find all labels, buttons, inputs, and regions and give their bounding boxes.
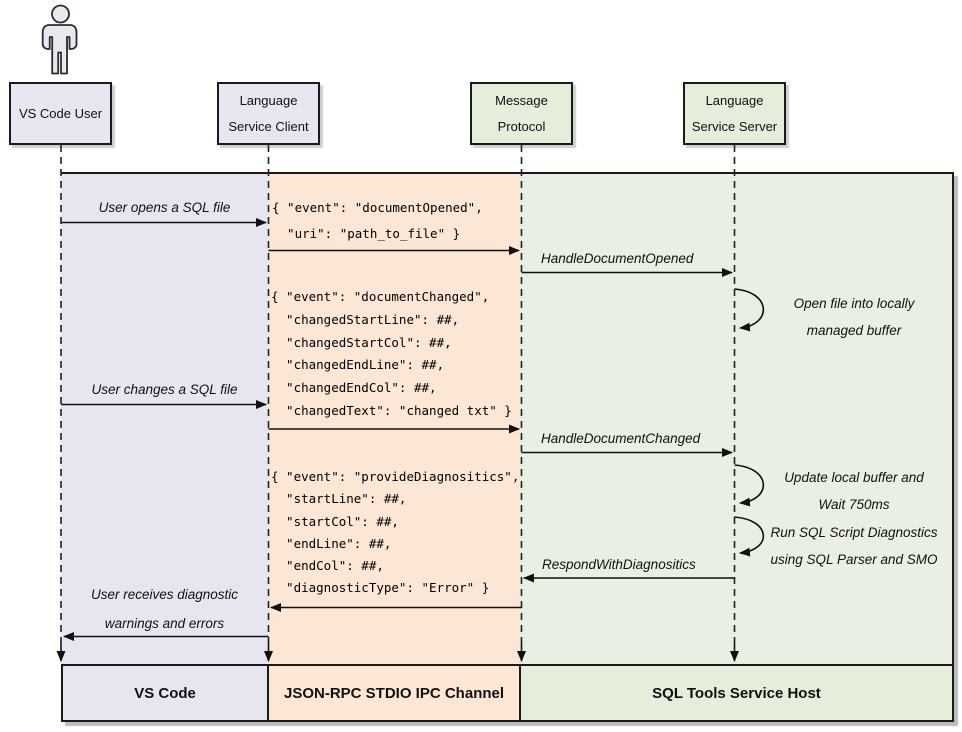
actor-head [51, 4, 70, 24]
diagram-frame: VS Code JSON-RPC STDIO IPC Channel SQL T… [61, 172, 954, 722]
code-line: "diagnosticType": "Error" } [271, 580, 490, 596]
actor-label-line1: Language [239, 92, 298, 108]
code-line: "startLine": ##, [271, 491, 407, 507]
actor-box-language-service-server: Language Service Server [683, 82, 786, 145]
note-open-file-buffer: Open file into locally managed buffer [758, 290, 950, 344]
note-line1: Open file into locally [793, 296, 915, 311]
actor-body [41, 24, 78, 75]
code-line: { "event": "provideDiagnositics", [271, 469, 520, 484]
code-line: "changedEndCol": ##, [271, 380, 437, 396]
label-line1: User receives diagnostic [90, 587, 239, 602]
label-handle-document-opened: HandleDocumentOpened [541, 251, 694, 266]
actor-label: VS Code User [18, 105, 103, 121]
code-line: "changedText": "changed txt" } [271, 402, 512, 418]
footer-sql-tools-host: SQL Tools Service Host [520, 666, 952, 720]
footer-lane-row: VS Code JSON-RPC STDIO IPC Channel SQL T… [61, 664, 952, 722]
band-sql-tools-host [519, 174, 952, 664]
note-line1: Update local buffer and [784, 470, 924, 485]
swimlane-bands [61, 174, 952, 664]
code-line: "uri": "path_to_file" } [272, 226, 461, 241]
json-provide-diagnostics: { "event": "provideDiagnositics", "start… [271, 466, 519, 600]
code-line: "endLine": ##, [271, 535, 392, 551]
label-user-changes-sql-file: User changes a SQL file [91, 382, 238, 397]
actor-label-line2: Service Client [228, 118, 309, 134]
band-json-rpc-channel [267, 174, 520, 664]
code-line: "startCol": ##, [271, 513, 399, 529]
code-line: { "event": "documentChanged", [271, 289, 490, 304]
note-line2: using SQL Parser and SMO [770, 552, 938, 567]
label-line2: warnings and errors [104, 616, 225, 631]
band-vscode [61, 174, 268, 664]
code-line: "changedStartCol": ##, [271, 334, 452, 350]
label-handle-document-changed: HandleDocumentChanged [541, 431, 701, 446]
label-respond-with-diagnostics: RespondWithDiagnositics [542, 557, 696, 572]
note-update-buffer-wait: Update local buffer and Wait 750ms [758, 464, 950, 518]
note-line2: Wait 750ms [818, 497, 890, 512]
actor-box-language-service-client: Language Service Client [217, 82, 320, 145]
note-line1: Run SQL Script Diagnostics [770, 525, 938, 540]
json-document-changed: { "event": "documentChanged", "changedSt… [271, 286, 512, 423]
actor-label-line2: Protocol [497, 118, 546, 134]
actor-box-message-protocol: Message Protocol [470, 82, 573, 145]
code-line: "changedStartLine": ##, [271, 311, 460, 327]
code-line: "endCol": ##, [271, 558, 384, 574]
footer-vscode: VS Code [63, 666, 270, 720]
note-run-sql-diagnostics: Run SQL Script Diagnostics using SQL Par… [758, 519, 950, 573]
actor-label-line2: Service Server [691, 118, 778, 134]
actor-box-vscode-user: VS Code User [9, 82, 112, 145]
code-line: { "event": "documentOpened", [272, 200, 483, 215]
label-user-receives-diagnostics: User receives diagnostic warnings and er… [61, 580, 268, 638]
code-line: "changedEndLine": ##, [271, 357, 445, 373]
note-line2: managed buffer [806, 323, 902, 338]
footer-json-rpc-channel: JSON-RPC STDIO IPC Channel [269, 666, 521, 720]
json-document-opened: { "event": "documentOpened", "uri": "pat… [272, 195, 483, 247]
actor-label-line1: Message [495, 92, 548, 108]
actor-label-line1: Language [705, 92, 764, 108]
user-actor-icon [41, 4, 78, 75]
label-user-opens-sql-file: User opens a SQL file [98, 200, 231, 215]
